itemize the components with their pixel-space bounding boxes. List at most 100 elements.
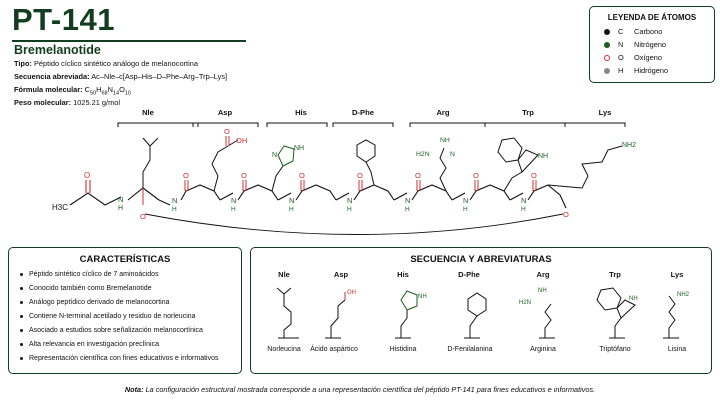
legend-name: Oxígeno (634, 53, 662, 62)
legend-title: LEYENDA DE ÁTOMOS (607, 13, 697, 22)
lys-structure-icon (663, 295, 679, 339)
peptide-structure-diagram: H3C O N H O O O O O O O O O NH NH NH NH … (52, 122, 636, 235)
bracket-nle (117, 122, 199, 127)
legend-item-oxygen: O Oxígeno (604, 53, 662, 63)
seq-name-arg: Arginina (530, 346, 556, 353)
his-side-chain (271, 145, 295, 192)
features-title: CARACTERÍSTICAS (79, 254, 171, 265)
cyclization-link (144, 213, 564, 235)
asp-oh-mini: OH (347, 290, 356, 296)
seq-name-asp: Ácido aspártico (310, 346, 358, 353)
svg-text:H: H (405, 206, 410, 213)
seq-abbr-asp: Asp (333, 270, 349, 279)
title-underline (12, 40, 246, 42)
carbonyl-o-label: O (241, 171, 247, 180)
sequence-structures: OH NH H2N NH NH NH2 (276, 287, 690, 339)
svg-text:N: N (289, 196, 294, 205)
residue-label-his: His (295, 108, 307, 117)
amide-n-label: N (118, 195, 123, 204)
sequence-title: SECUENCIA Y ABREVIATURAS (410, 254, 552, 265)
seq-abbr-arg: Arg (536, 270, 550, 279)
sequence-panel: SECUENCIA Y ABREVIATURAS Nle Asp His D-P… (250, 247, 712, 374)
seq-abbr-nle: Nle (278, 270, 290, 279)
legend-name: Carbono (634, 27, 663, 36)
seq-abbr-dphe: D-Phe (458, 270, 480, 279)
feature-item: Conocido también como Bremelanotide (20, 284, 152, 293)
bracket-lys (564, 122, 626, 127)
oxygen-dot-icon (604, 55, 610, 62)
lys-nh2-label: NH2 (622, 142, 636, 149)
seq-abbr-trp: Trp (609, 270, 621, 279)
nitrogen-dot-icon (604, 42, 610, 49)
feature-item: Asociado a estudios sobre señalización m… (20, 326, 203, 335)
info-peso-label: Peso molecular: (14, 98, 72, 107)
info-secuencia-label: Secuencia abreviada: (14, 72, 90, 81)
legend-symbol: O (618, 53, 624, 62)
svg-text:H: H (463, 206, 468, 213)
info-secuencia: Secuencia abreviada: Ac–Nle–c[Asp–His–D–… (14, 72, 227, 82)
info-tipo-label: Tipo: (14, 59, 32, 68)
svg-text:N: N (231, 196, 236, 205)
info-tipo-value: Péptido cíclico sintético análogo de mel… (34, 59, 198, 68)
svg-text:H: H (347, 206, 352, 213)
feature-item: Representación científica con fines educ… (20, 354, 219, 363)
page-title: PT-141 (12, 2, 115, 37)
seq-name-his: Histidina (389, 346, 417, 353)
feature-item: Contiene N-terminal acetilado y residuo … (20, 312, 196, 321)
carbon-dot-icon (604, 29, 610, 36)
feature-item: Análogo peptídico derivado de melanocort… (20, 298, 170, 307)
acetyl-o-label: O (84, 171, 90, 180)
his-nh-label: NH (294, 145, 304, 152)
arg-n-label: N (450, 151, 455, 158)
seq-name-dphe: D-Fenilalanina (447, 346, 493, 353)
carbonyl-o-label: O (415, 171, 421, 180)
residue-label-arg: Arg (436, 108, 450, 117)
arg-side-chain (439, 147, 447, 192)
carbonyl-o-label: O (140, 212, 146, 221)
info-formula: Fórmula molecular: C50H68N14O10 (14, 85, 131, 98)
carbonyl-o-label: O (531, 171, 537, 180)
dphe-structure-icon (464, 292, 487, 339)
his-structure-icon (395, 290, 418, 339)
legend-name: Nitrógeno (634, 40, 667, 49)
seq-abbr-lys: Lys (670, 270, 684, 279)
svg-text:N: N (172, 196, 177, 205)
info-formula-value: C50H68N14O10 (84, 85, 131, 97)
carbonyl-o-label: O (183, 171, 189, 180)
info-peso: Peso molecular: 1025.21 g/mol (14, 98, 120, 108)
asp-oh-label: OH (236, 136, 247, 145)
asp-carboxyl-bond (227, 139, 239, 147)
carbonyl-o-labels: O O O O O O O O O (140, 171, 569, 221)
carbonyl-o-label: O (563, 210, 569, 219)
his-n-label: N (272, 152, 277, 159)
bracket-trp (484, 122, 566, 127)
subtitle: Bremelanotide (14, 43, 101, 57)
bracket-arg (409, 122, 486, 127)
legend-name: Hidrógeno (634, 66, 669, 75)
arg-h2n-mini: H2N (519, 300, 531, 306)
carbonyl-o-label: O (299, 171, 305, 180)
residue-label-asp: Asp (217, 108, 233, 117)
lys-side-chain (547, 145, 623, 189)
acetyl-h3c-label: H3C (52, 203, 68, 212)
arg-nh-mini: NH (538, 288, 547, 294)
info-peso-value: 1025.21 g/mol (73, 98, 120, 107)
feature-item: Alta relevancia en investigación preclín… (20, 340, 159, 349)
bracket-dphe (332, 122, 394, 127)
residue-label-lys: Lys (598, 108, 612, 117)
svg-text:N: N (405, 196, 410, 205)
svg-text:N: N (521, 196, 526, 205)
nle-structure-icon (276, 287, 299, 339)
hydrogen-dot-icon (604, 68, 610, 75)
asp-structure-icon (325, 292, 346, 339)
arg-nh-label: NH (440, 137, 450, 144)
his-nh-mini: NH (418, 294, 427, 300)
features-panel: CARACTERÍSTICAS Péptido sintético cíclic… (8, 247, 242, 374)
residue-brackets (117, 122, 626, 127)
residue-label-trp: Trp (522, 108, 534, 117)
svg-text:N: N (347, 196, 352, 205)
seq-name-nle: Norleucina (267, 346, 301, 353)
